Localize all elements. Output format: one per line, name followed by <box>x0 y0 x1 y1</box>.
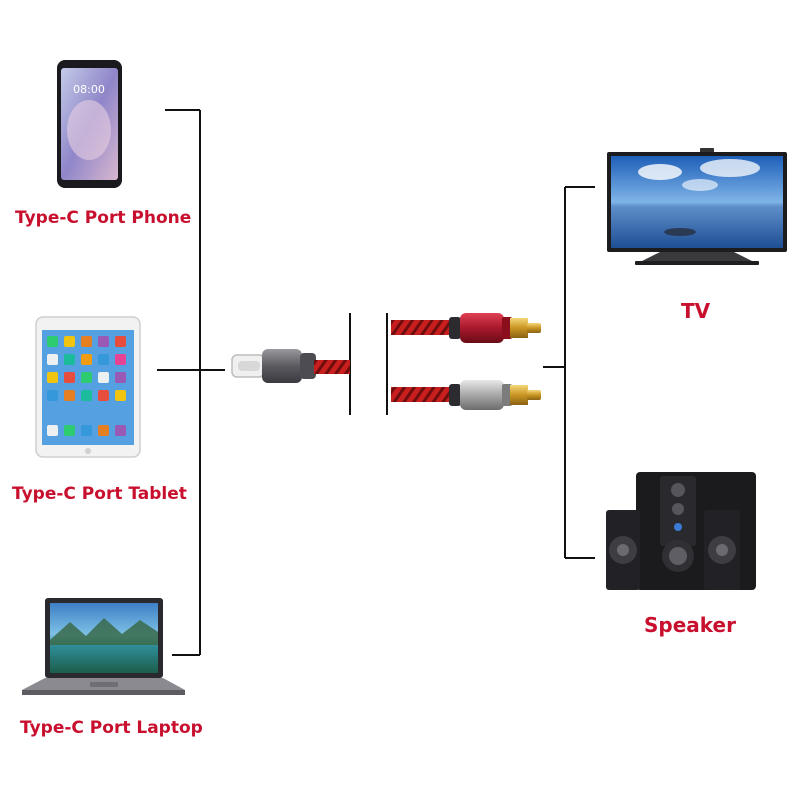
tablet-app-grid <box>47 336 126 436</box>
left-bracket-lines <box>157 109 225 656</box>
phone-clock: 08:00 <box>73 83 105 96</box>
rca-red-plug-icon <box>391 313 541 343</box>
tablet-icon <box>35 316 141 458</box>
tv-icon <box>607 148 787 265</box>
usb-c-connector-icon <box>231 349 350 383</box>
speaker-system-icon <box>606 472 756 590</box>
laptop-label: Type-C Port Laptop <box>20 718 203 738</box>
phone-label: Type-C Port Phone <box>15 208 192 228</box>
cable-break-marks <box>349 313 388 415</box>
right-bracket-lines <box>543 186 595 559</box>
smartphone-icon: 08:00 <box>57 60 122 188</box>
tablet-label: Type-C Port Tablet <box>12 484 187 504</box>
speaker-label: Speaker <box>644 613 736 637</box>
rca-white-plug-icon <box>391 380 541 410</box>
laptop-icon <box>22 598 185 695</box>
tv-label: TV <box>681 299 711 323</box>
